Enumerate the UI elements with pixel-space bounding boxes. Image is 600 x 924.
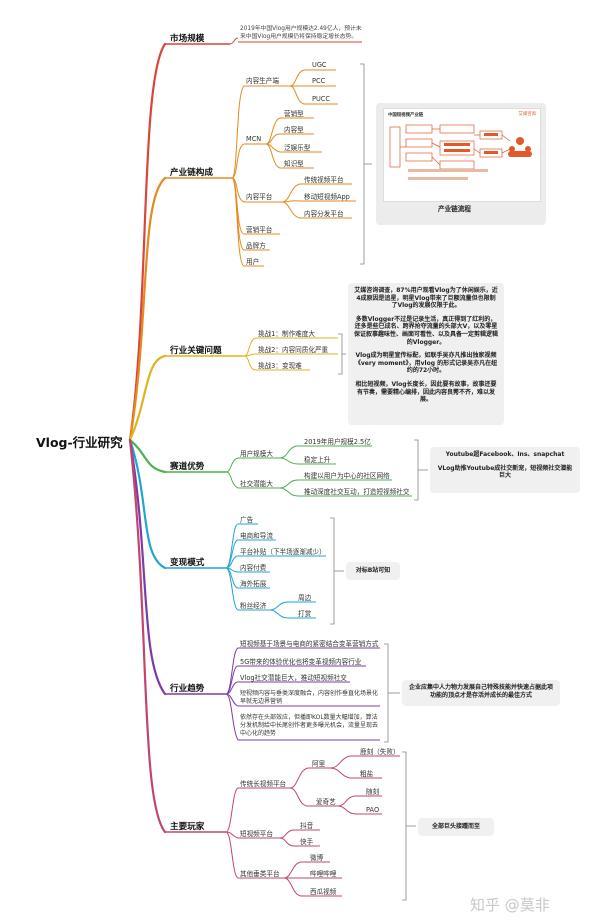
node-content-platform[interactable]: 内容平台 — [246, 193, 273, 201]
node-challenge-1[interactable]: 挑战1：制作难度大 — [258, 330, 315, 338]
node-vertical[interactable]: 其他垂类平台 — [240, 870, 280, 878]
node-paid-content[interactable]: 内容付费 — [240, 564, 267, 572]
root-topic[interactable]: Vlog-行业研究 — [36, 435, 123, 450]
node-long-video[interactable]: 传统长视频平台 — [240, 780, 287, 788]
node-challenge-3[interactable]: 挑战3：变现难 — [258, 362, 302, 370]
issues-callout-p3: Vlog成为明星宣传标配，如联手吴亦凡推出独家视频《very moment》，用… — [354, 352, 498, 375]
category-monetize[interactable]: 变现模式 — [170, 558, 205, 568]
node-subsidy[interactable]: 平台补贴（下半场逐渐减少） — [240, 548, 326, 556]
node-community-network[interactable]: 构建以用户为中心的社区网络 — [304, 472, 390, 480]
node-user-scale[interactable]: 用户规模大 — [240, 450, 273, 458]
node-trend-2[interactable]: 5G带来的体验优化也将变革视频内容行业 — [240, 658, 362, 666]
chain-image: 中国短视频产业链 艾媒咨询 — [383, 108, 541, 202]
node-tipping[interactable]: 打赏 — [298, 610, 312, 618]
watermark: 知乎 @莫非 — [470, 896, 550, 914]
node-trend-4[interactable]: 短视频内容与垂类深度融合，内容创作垂直化场景化早就无边界营销 — [240, 690, 379, 705]
advantage-callout: Youtube超Facebook、Ins、snapchat VLog助推Yout… — [430, 447, 580, 493]
monetize-callout: 对标B站可知 — [346, 562, 400, 580]
node-mcn[interactable]: MCN — [246, 135, 262, 143]
node-ugc[interactable]: UGC — [312, 61, 327, 69]
node-deep-social[interactable]: 推动深度社交互动，打造短视频社交 — [304, 488, 410, 496]
chain-image-caption: 产业链流程 — [438, 205, 471, 213]
node-kuaishou[interactable]: 快手 — [300, 838, 314, 846]
node-merch[interactable]: 周边 — [298, 594, 312, 602]
node-marketing-platform[interactable]: 营销平台 — [246, 226, 273, 234]
category-market[interactable]: 市场规模 — [170, 34, 205, 44]
category-chain[interactable]: 产业链构成 — [170, 168, 213, 178]
node-pcc[interactable]: PCC — [312, 77, 326, 85]
node-luke[interactable]: 鹿刻（失败） — [360, 748, 400, 756]
chain-flow-graphic — [389, 124, 532, 180]
market-note: 2019年中国Vlog用户规模达2.49亿人，预计未来中国Vlog用户规模仍将保… — [240, 26, 362, 40]
node-ecommerce[interactable]: 电商和导流 — [240, 532, 273, 540]
node-alibaba[interactable]: 阿里 — [312, 760, 326, 768]
node-bilibili[interactable]: 哔哩哔哩 — [310, 870, 337, 878]
node-suike[interactable]: 随刻 — [366, 788, 380, 796]
node-traditional-video[interactable]: 传统视频平台 — [304, 176, 344, 184]
node-ads[interactable]: 广告 — [240, 516, 254, 524]
issues-callout-p1: 艾媒咨询调查，87%用户观看Vlog为了休闲娱乐，近4成原因是追星，明星Vlog… — [354, 287, 498, 310]
category-issues[interactable]: 行业关键问题 — [170, 346, 222, 356]
node-pucc[interactable]: PUCC — [312, 95, 331, 103]
node-overseas[interactable]: 海外拓展 — [240, 580, 267, 588]
chain-image-title: 中国短视频产业链 — [388, 113, 424, 118]
node-iqiyi[interactable]: 爱奇艺 — [316, 798, 336, 806]
node-mobile-short-video[interactable]: 移动短视频App — [304, 193, 350, 201]
node-trend-5[interactable]: 依然存在头部效应，但播即KOL数量大幅增加，算法分发机制给中长尾创作者更多曝光机… — [240, 714, 379, 737]
node-douyin[interactable]: 抖音 — [300, 822, 314, 830]
node-mcn-marketing[interactable]: 营销型 — [284, 110, 304, 118]
node-weibo[interactable]: 微博 — [310, 854, 324, 862]
node-fan-economy[interactable]: 粉丝经济 — [240, 602, 267, 610]
node-user[interactable]: 用户 — [246, 258, 260, 266]
issues-callout-p4: 相比短视频，Vlog长度长，因此要有故事，故事还要有节奏，需要精心编排，因此内容… — [355, 380, 497, 404]
node-distribution-platform[interactable]: 内容分发平台 — [304, 210, 344, 218]
node-user-scale-2019[interactable]: 2019年用户规模2.5亿 — [304, 438, 371, 446]
category-players[interactable]: 主要玩家 — [170, 822, 205, 832]
trend-callout: 企业应集中人力物力发展自己特殊技能并快速占据此项功能的顶点才是存活并成长的最佳方… — [402, 680, 560, 706]
node-content-producer[interactable]: 内容生产端 — [246, 77, 279, 85]
node-short-video[interactable]: 短视频平台 — [240, 830, 273, 838]
node-cuyan[interactable]: 粗盐 — [360, 770, 374, 778]
players-callout: 全部巨头接踵而至 — [418, 818, 494, 836]
category-advantage[interactable]: 赛道优势 — [170, 462, 205, 472]
advantage-callout-p1: Youtube超Facebook、Ins、snapchat — [445, 451, 565, 458]
node-brand[interactable]: 品牌方 — [246, 242, 266, 250]
advantage-callout-p2: VLog助推Youtube成社交新宠，短视频社交潜能巨大 — [437, 464, 573, 480]
category-trend[interactable]: 行业趋势 — [170, 684, 205, 694]
node-trend-1[interactable]: 短视频基于场景与电商的紧密结合变革营销方式 — [240, 640, 379, 648]
node-social-potential[interactable]: 社交潜能大 — [240, 480, 273, 488]
node-xigua[interactable]: 西瓜视频 — [310, 888, 337, 896]
node-trend-3[interactable]: Vlog社交潜能巨大，推动短视频社交 — [240, 674, 347, 682]
node-steady-growth[interactable]: 稳定上升 — [304, 456, 331, 464]
node-challenge-2[interactable]: 挑战2：内容同质化严重 — [258, 346, 329, 354]
issues-callout-p2: 多数Vlogger不过是记录生活，真正得到了红利的，还多是些已成名、跨界抢夺流量… — [354, 315, 499, 346]
node-mcn-entertainment[interactable]: 泛娱乐型 — [284, 144, 311, 152]
node-mcn-knowledge[interactable]: 知识型 — [284, 160, 304, 168]
node-pao[interactable]: PAO — [366, 806, 380, 814]
node-mcn-content[interactable]: 内容型 — [284, 126, 304, 134]
issues-callout: 艾媒咨询调查，87%用户观看Vlog为了休闲娱乐，近4成原因是追星，明星Vlog… — [348, 283, 504, 425]
chain-image-logo: 艾媒咨询 — [518, 112, 536, 117]
